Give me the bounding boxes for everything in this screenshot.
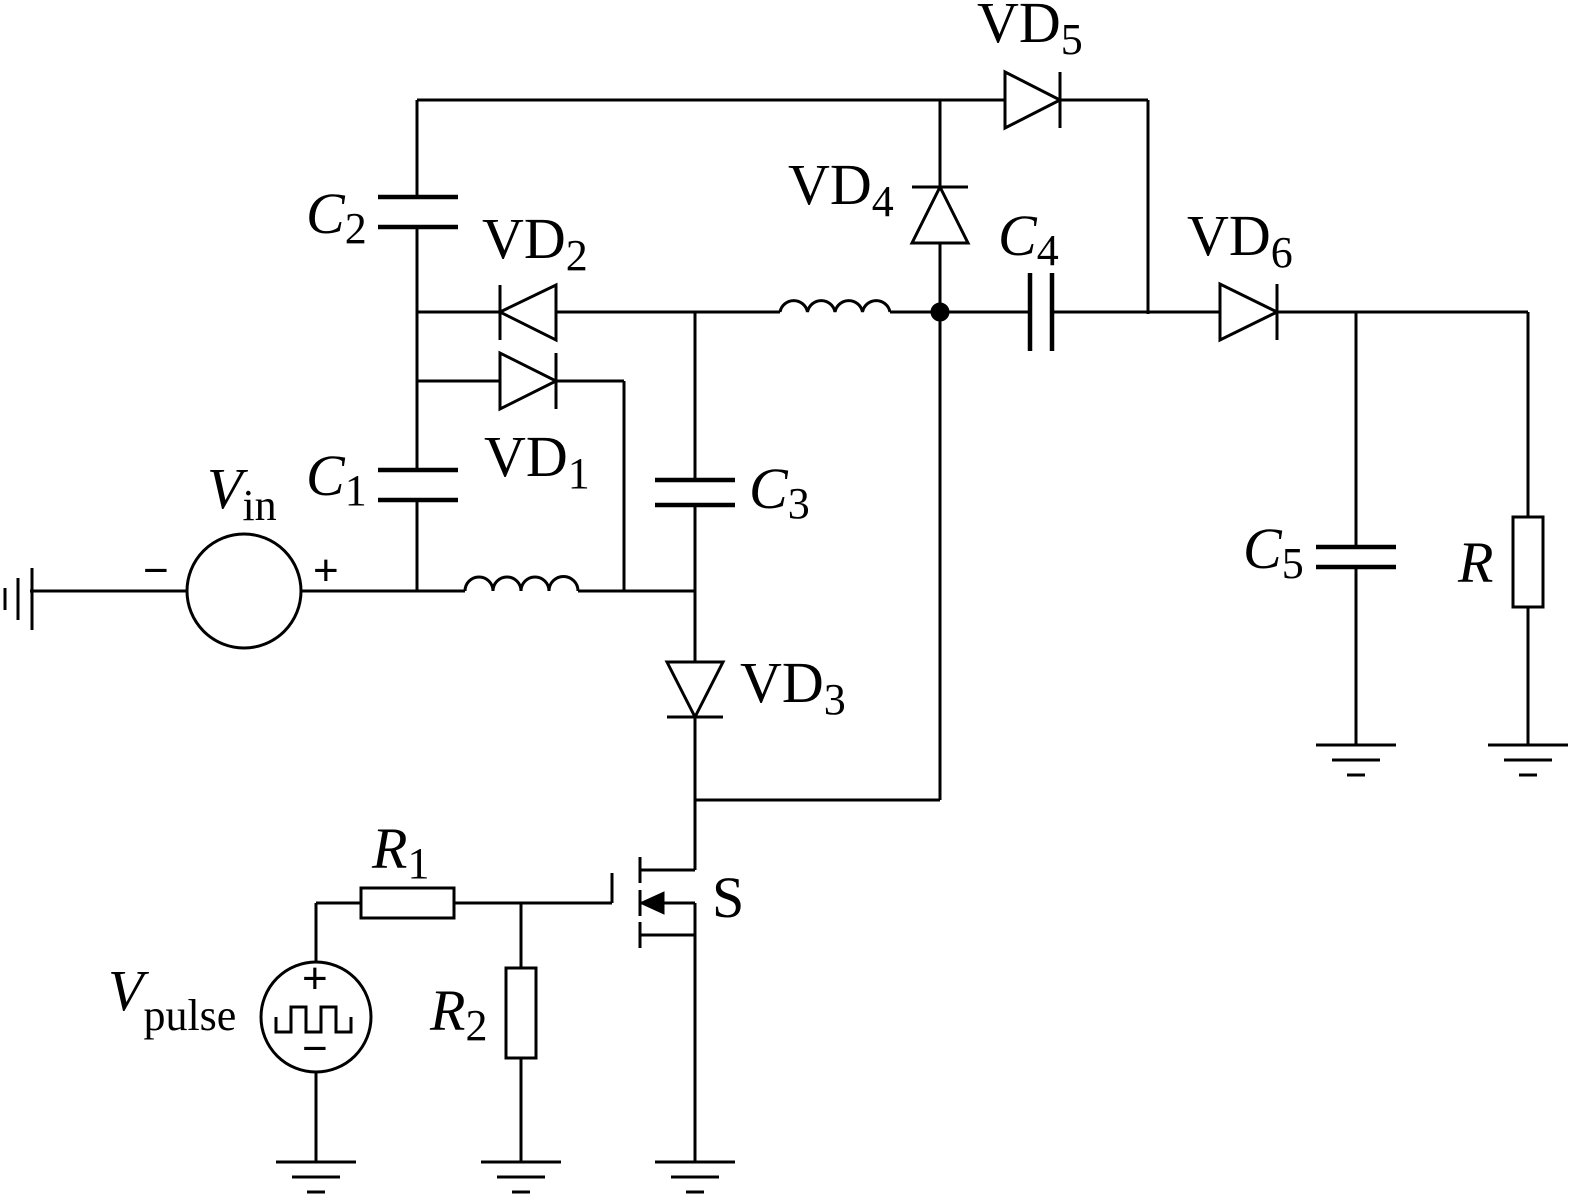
r2-label: R2 bbox=[429, 978, 487, 1050]
vin-source bbox=[185, 532, 303, 650]
vpulse-source bbox=[259, 960, 373, 1074]
c2-label: C2 bbox=[306, 181, 367, 253]
capacitor-c4 bbox=[1027, 273, 1055, 351]
diode-vd5 bbox=[1003, 69, 1064, 131]
diode-vd1 bbox=[498, 350, 560, 412]
c1-label: C1 bbox=[306, 443, 367, 515]
vpulse-minus-sign: − bbox=[302, 1024, 328, 1073]
c4-label: C4 bbox=[998, 203, 1059, 275]
vd5-label: VD5 bbox=[977, 0, 1083, 64]
vd6-label: VD6 bbox=[1187, 203, 1293, 277]
diode-vd3 bbox=[664, 660, 726, 721]
ground-symbol-mosfet bbox=[655, 1160, 735, 1194]
ground-symbol-vpulse bbox=[276, 1160, 356, 1194]
vpulse-plus-sign: + bbox=[302, 954, 328, 1003]
resistor-r2 bbox=[504, 966, 538, 1060]
mosfet-s bbox=[638, 857, 665, 948]
vd1-label: VD1 bbox=[484, 424, 590, 498]
ground-symbol-r bbox=[1488, 743, 1568, 777]
vd2-label: VD2 bbox=[482, 206, 588, 280]
resistor-r bbox=[1511, 515, 1545, 609]
c3-label: C3 bbox=[749, 456, 810, 528]
capacitor-c1 bbox=[378, 467, 458, 503]
s-label: S bbox=[712, 865, 744, 930]
capacitor-c2 bbox=[378, 194, 458, 230]
capacitor-c5 bbox=[1316, 544, 1396, 570]
ground-symbol-r2 bbox=[481, 1160, 561, 1194]
capacitor-c3 bbox=[655, 477, 735, 508]
diode-vd6 bbox=[1218, 281, 1281, 343]
vin-plus-sign: + bbox=[313, 546, 339, 595]
resistor-r1 bbox=[359, 886, 456, 920]
left-ground-symbol bbox=[3, 568, 34, 630]
vin-minus-sign: − bbox=[143, 546, 169, 595]
vd4-label: VD4 bbox=[788, 152, 894, 226]
inductor-l1 bbox=[463, 575, 580, 592]
wires bbox=[30, 98, 1530, 1162]
c5-label: C5 bbox=[1243, 516, 1304, 588]
r1-label: R1 bbox=[371, 816, 429, 888]
r-label: R bbox=[1457, 530, 1493, 595]
diode-vd2 bbox=[496, 282, 558, 343]
vpulse-label: Vpulse bbox=[108, 958, 236, 1040]
diode-vd4 bbox=[909, 183, 971, 245]
junction-dot bbox=[930, 302, 950, 322]
vin-label: Vin bbox=[207, 456, 277, 530]
ground-symbol-c5 bbox=[1316, 743, 1396, 777]
inductor-l2 bbox=[778, 299, 892, 313]
vd3-label: VD3 bbox=[740, 650, 846, 724]
